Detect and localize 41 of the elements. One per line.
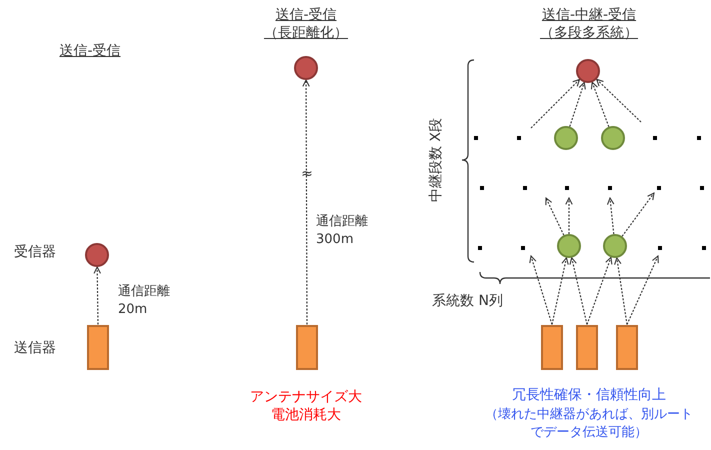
arrow xyxy=(551,257,569,325)
relay-node xyxy=(554,126,578,150)
arrow xyxy=(622,192,655,237)
relay-node xyxy=(557,234,581,258)
arrow xyxy=(569,257,588,325)
edge-label: 通信距離300m xyxy=(316,213,369,249)
receiver-node xyxy=(85,243,109,267)
arrow xyxy=(596,78,642,122)
transmitter-node xyxy=(296,324,318,370)
receiver-node xyxy=(294,56,318,80)
device-label: 受信器 xyxy=(14,243,56,261)
receiver-node xyxy=(576,59,600,83)
relay-node xyxy=(601,126,625,150)
edge-label: 通信距離20m xyxy=(118,283,171,319)
break-mark: ≈ xyxy=(300,165,314,183)
arrow xyxy=(590,82,610,127)
note-text: 系統数 N列 xyxy=(432,292,504,310)
panel-title: 送信-中継-受信（多段多系統） xyxy=(539,6,639,42)
transmitter-node xyxy=(576,324,598,370)
panel-title: 送信-受信 xyxy=(58,42,122,60)
arrow xyxy=(586,256,612,325)
arrow xyxy=(529,255,553,325)
arrow xyxy=(614,257,628,325)
transmitter-node xyxy=(87,324,109,370)
transmitter-node xyxy=(541,324,563,370)
note-text: 冗長性確保・信頼性向上 xyxy=(511,386,667,404)
arrow xyxy=(302,79,310,324)
transmitter-node xyxy=(616,324,638,370)
note-text: アンテナサイズ大電池消耗大 xyxy=(249,388,363,424)
relay-node xyxy=(603,234,627,258)
arrow xyxy=(530,78,580,128)
arrow xyxy=(626,255,659,325)
arrow xyxy=(569,82,586,127)
note-text: （壊れた中継器があれば、別ルートでデータ伝送可能） xyxy=(484,406,694,442)
panel-title: 送信-受信（長距離化） xyxy=(263,6,349,42)
arrow xyxy=(606,197,614,234)
arrow xyxy=(94,266,101,324)
arrow xyxy=(565,197,573,234)
arrow xyxy=(545,197,564,236)
axis-label: 中継段数 X段 xyxy=(427,116,445,204)
device-label: 送信器 xyxy=(14,339,56,357)
